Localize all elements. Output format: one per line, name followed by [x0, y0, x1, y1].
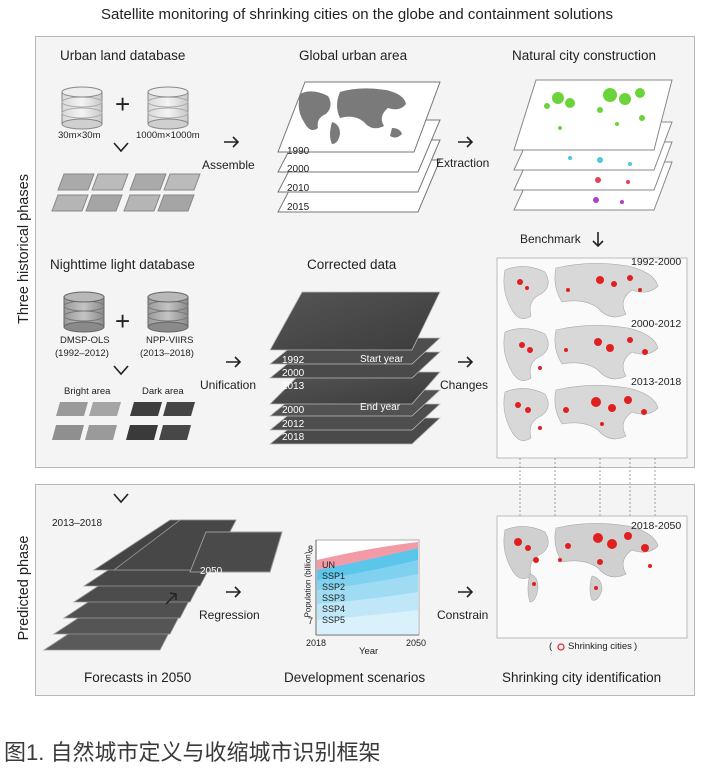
scenario-area-ssp1: [317, 548, 418, 580]
phase-label-3: 2018-2050: [631, 520, 682, 532]
natural-city-stack: [513, 79, 673, 211]
nightlight-heading: Nighttime light database: [50, 257, 195, 272]
database-icon-dmsp: [63, 291, 105, 333]
global-year-2: 2010: [287, 183, 310, 194]
global-year-3: 2015: [287, 202, 310, 213]
arrow-down-predicted: [113, 493, 129, 504]
end-year-label: End year: [360, 402, 401, 413]
series-label-ssp1: SSP1: [322, 571, 346, 581]
forecast-heading: Forecasts in 2050: [84, 670, 192, 685]
arrow-up-regression: [165, 592, 177, 605]
arrow-regression: [226, 586, 242, 598]
constrain-label: Constrain: [437, 608, 489, 622]
series-label-ssp4: SSP4: [322, 604, 346, 614]
chart-ylabel: Population (billion): [303, 551, 313, 618]
dmsp-years-label: (1992–2012): [55, 348, 109, 359]
start-year-label: Start year: [360, 354, 404, 365]
series-label-ssp5: SSP5: [322, 615, 346, 625]
series-label-un: UN: [322, 560, 335, 570]
end-year-1: 2012: [282, 419, 305, 430]
arrow-down-nightlight: [113, 365, 129, 376]
npp-label: NPP-VIIRS: [146, 335, 194, 346]
bright-area-label: Bright area: [64, 386, 111, 397]
global-urban-stack: [277, 81, 441, 213]
chart-ytick-7: 7: [308, 616, 314, 626]
shrinking-maps: [496, 257, 688, 651]
arrow-constrain: [458, 586, 474, 598]
natural-city-heading: Natural city construction: [512, 48, 657, 63]
forecast-period-label: 2013–2018: [52, 518, 103, 529]
series-label-ssp2: SSP2: [322, 582, 346, 592]
arrow-down-urban: [113, 142, 129, 153]
arrow-extraction: [458, 136, 474, 148]
dmsp-label: DMSP-OLS: [60, 335, 110, 346]
dark-area-label: Dark area: [142, 386, 184, 397]
chart-ytick-8: 8: [308, 544, 314, 554]
scenario-chart: [315, 539, 420, 636]
urban-tiles: [51, 173, 201, 212]
extraction-label: Extraction: [436, 156, 490, 170]
urban-land-heading: Urban land database: [60, 48, 186, 63]
regression-label: Regression: [199, 608, 260, 622]
legend-close-paren: ): [634, 641, 638, 652]
scenarios-heading: Development scenarios: [284, 670, 426, 685]
chart-xlabel: Year: [359, 646, 379, 657]
end-year-2: 2018: [282, 432, 305, 443]
start-year-2: 2013: [282, 381, 305, 392]
figure-title: Satellite monitoring of shrinking cities…: [101, 6, 613, 23]
phase-label-1: 2000-2012: [631, 318, 682, 330]
phase-label-2: 2013-2018: [631, 376, 682, 388]
database-icon-npp: [147, 291, 189, 333]
resolution-fine-label: 30m×30m: [58, 130, 101, 141]
figure-caption: 图1. 自然城市定义与收缩城市识别框架: [4, 740, 381, 765]
global-year-1: 2000: [287, 164, 310, 175]
forecast-2050-tile: [189, 531, 283, 573]
shrinking-legend-label: Shrinking cities: [568, 641, 632, 652]
legend-open-paren: (: [549, 641, 553, 652]
forecast-2050-label: 2050: [200, 566, 223, 577]
global-urban-heading: Global urban area: [299, 48, 408, 63]
series-label-ssp3: SSP3: [322, 593, 346, 603]
plus-icon-top: +: [115, 89, 130, 119]
arrow-unification: [226, 356, 242, 368]
start-year-1: 2000: [282, 368, 305, 379]
end-year-0: 2000: [282, 405, 305, 416]
corrected-heading: Corrected data: [307, 257, 397, 272]
assemble-label: Assemble: [202, 158, 255, 172]
changes-label: Changes: [440, 378, 489, 392]
bright-tiles: [52, 402, 121, 440]
shrinking-legend-marker: [557, 643, 565, 651]
unification-label: Unification: [200, 378, 257, 392]
plus-icon-bottom: +: [115, 306, 130, 336]
arrow-changes: [458, 356, 474, 368]
arrow-benchmark: [592, 232, 604, 248]
start-year-0: 1992: [282, 355, 305, 366]
global-year-0: 1990: [287, 146, 310, 157]
chart-xtick-2018: 2018: [306, 638, 327, 648]
resolution-coarse-label: 1000m×1000m: [136, 130, 200, 141]
corrected-data-stack: [268, 291, 442, 445]
chart-xtick-2050: 2050: [406, 638, 427, 648]
npp-years-label: (2013–2018): [140, 348, 194, 359]
identification-heading: Shrinking city identification: [502, 670, 662, 685]
arrow-assemble: [224, 136, 240, 148]
scenario-area-un: [317, 542, 418, 570]
phase-label-0: 1992-2000: [631, 256, 682, 268]
database-icon-fine: [61, 86, 103, 130]
database-icon-coarse: [147, 86, 189, 130]
benchmark-label: Benchmark: [520, 232, 581, 246]
dark-tiles: [126, 402, 195, 440]
